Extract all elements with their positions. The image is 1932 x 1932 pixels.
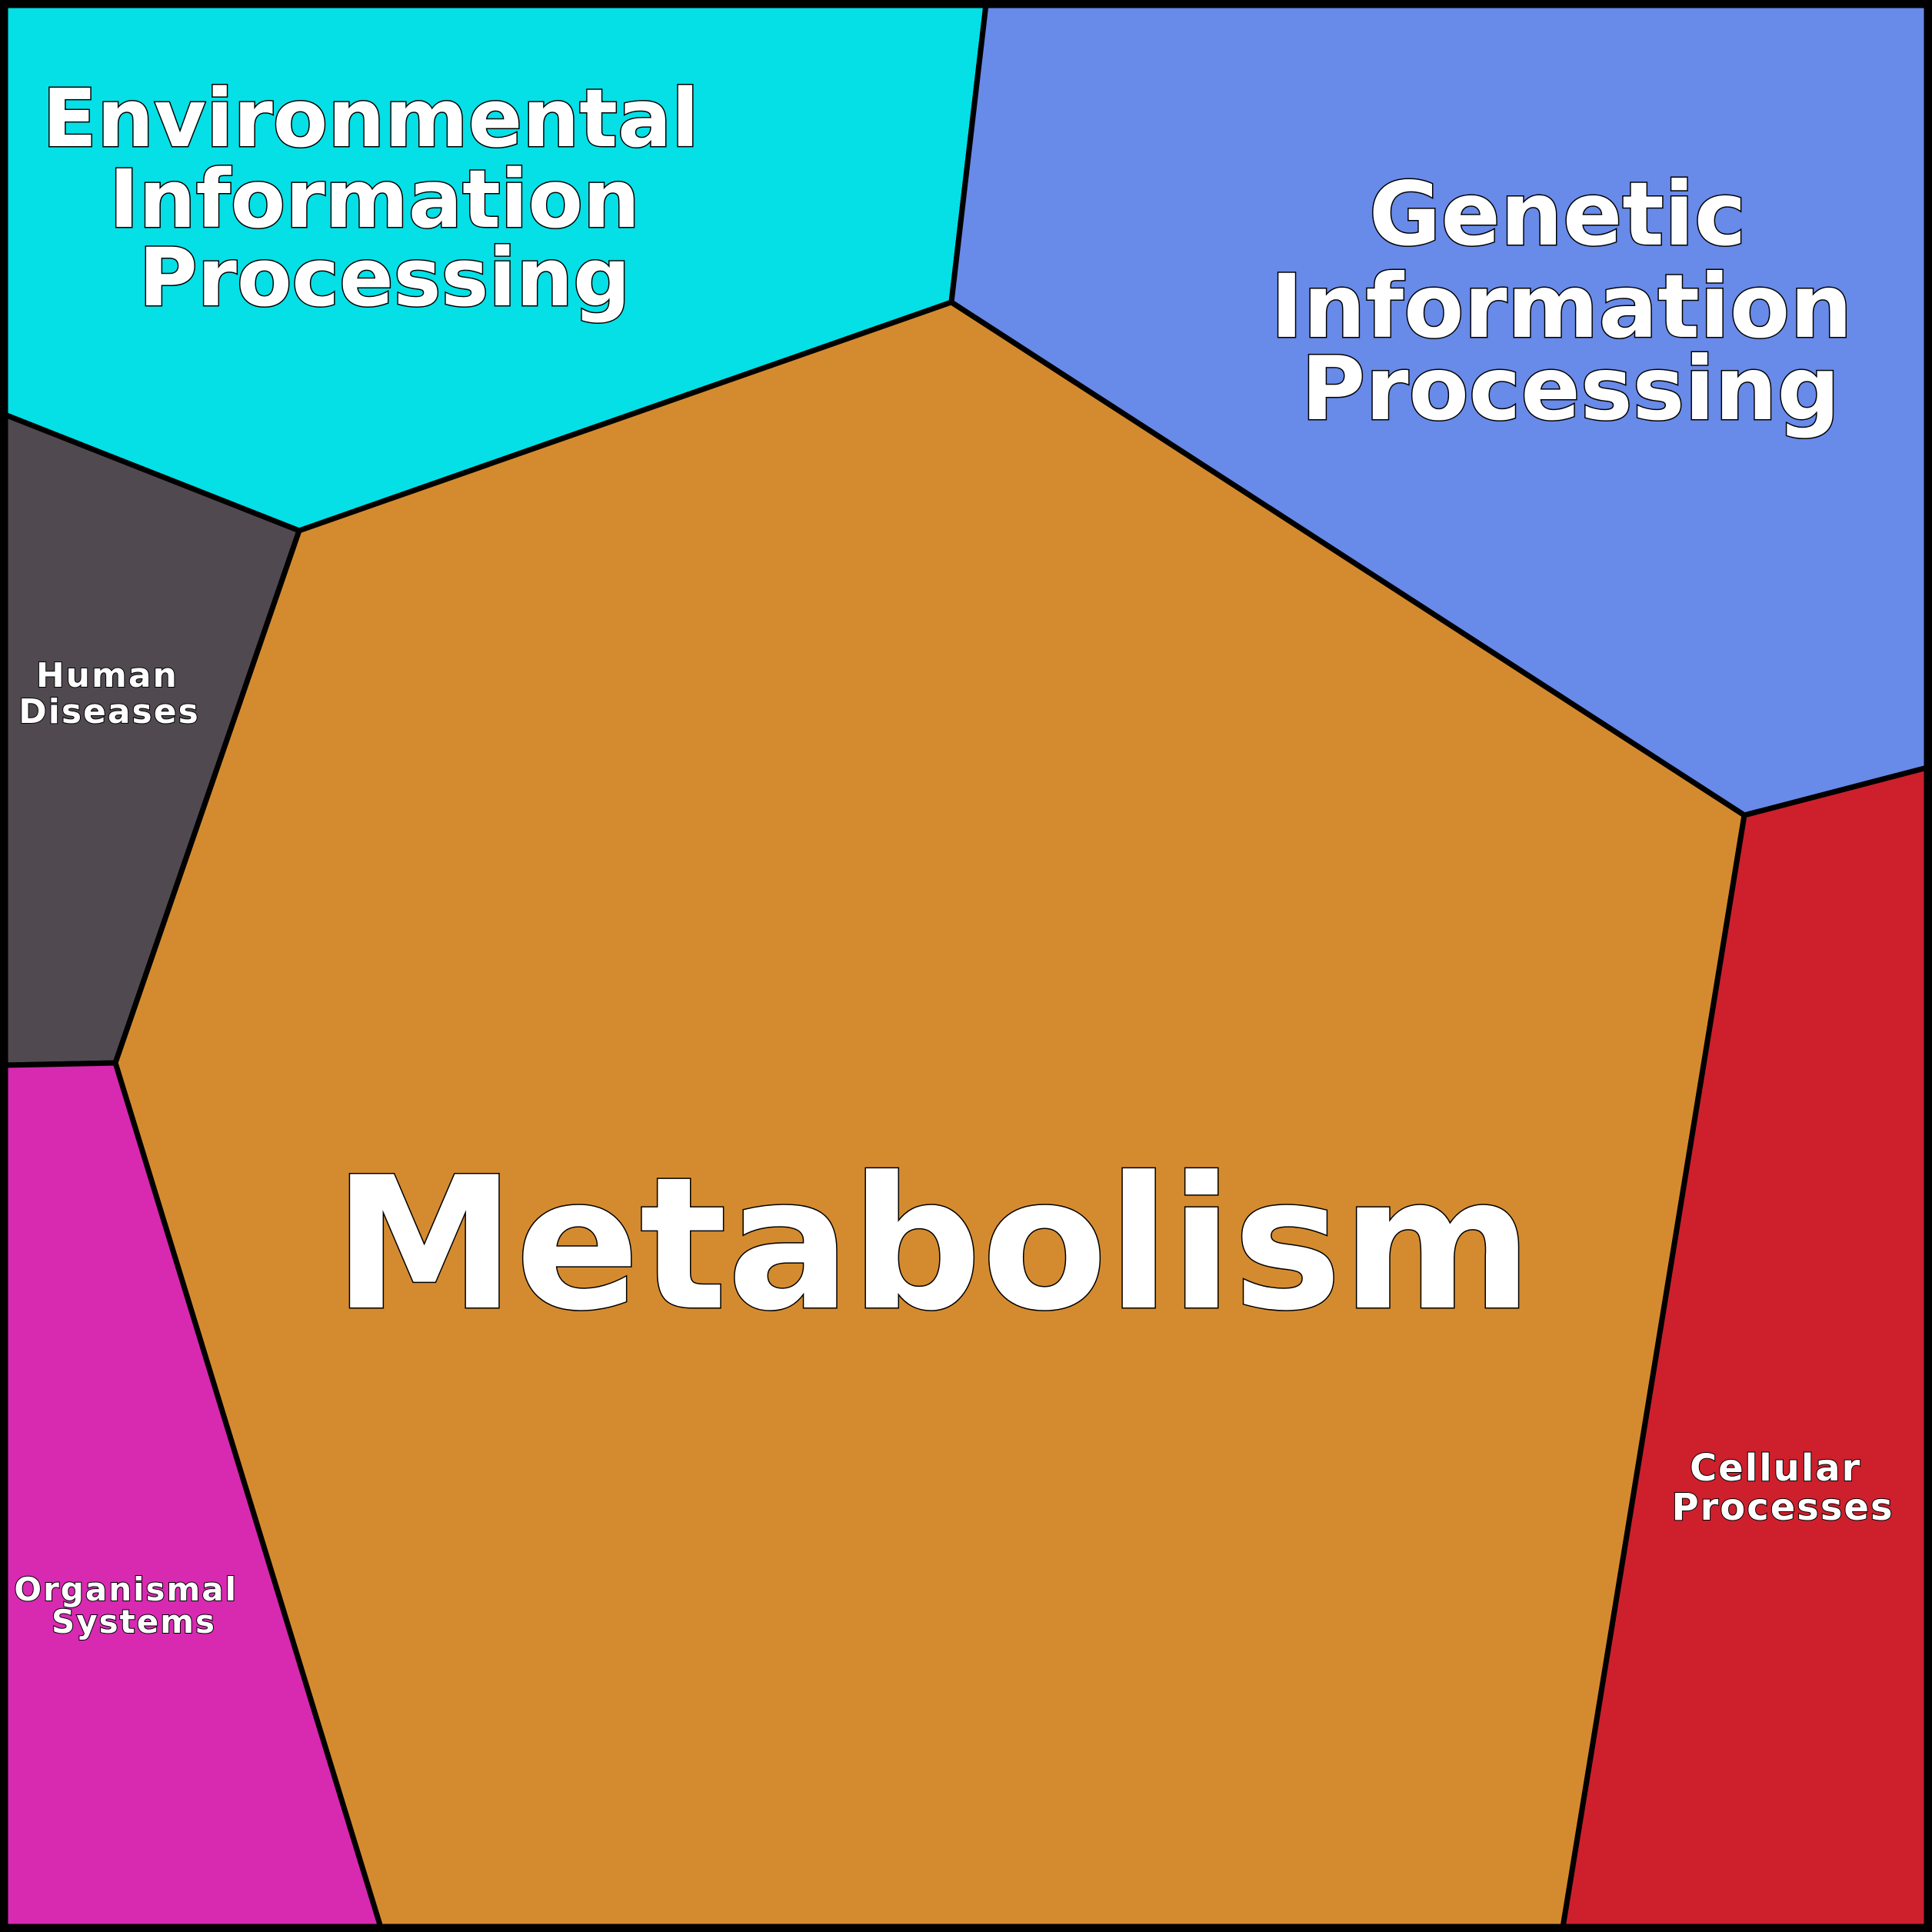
label-line: Systems (52, 1603, 216, 1641)
label-line: Diseases (18, 692, 200, 731)
label-human-diseases: Human Diseases (18, 656, 200, 731)
label-cellular-processes: Cellular Processes (1671, 1447, 1894, 1529)
label-metabolism: Metabolism (333, 1138, 1532, 1351)
label-line: Organismal (14, 1571, 238, 1608)
label-line: Metabolism (333, 1138, 1532, 1351)
label-environmental: Environmental Information Processing (42, 72, 727, 325)
label-line: Environmental (42, 72, 699, 165)
label-line: Processing (1301, 338, 1840, 440)
label-line: Processes (1671, 1486, 1894, 1529)
label-genetic: Genetic Information Processing (1271, 163, 1883, 440)
label-organismal-systems: Organismal Systems (14, 1571, 250, 1641)
label-line: Genetic (1369, 163, 1747, 265)
label-line: Human (36, 656, 178, 695)
label-line: Cellular (1690, 1447, 1861, 1490)
label-line: Processing (138, 231, 630, 325)
label-line: Information (109, 152, 640, 246)
label-line: Information (1271, 255, 1852, 358)
